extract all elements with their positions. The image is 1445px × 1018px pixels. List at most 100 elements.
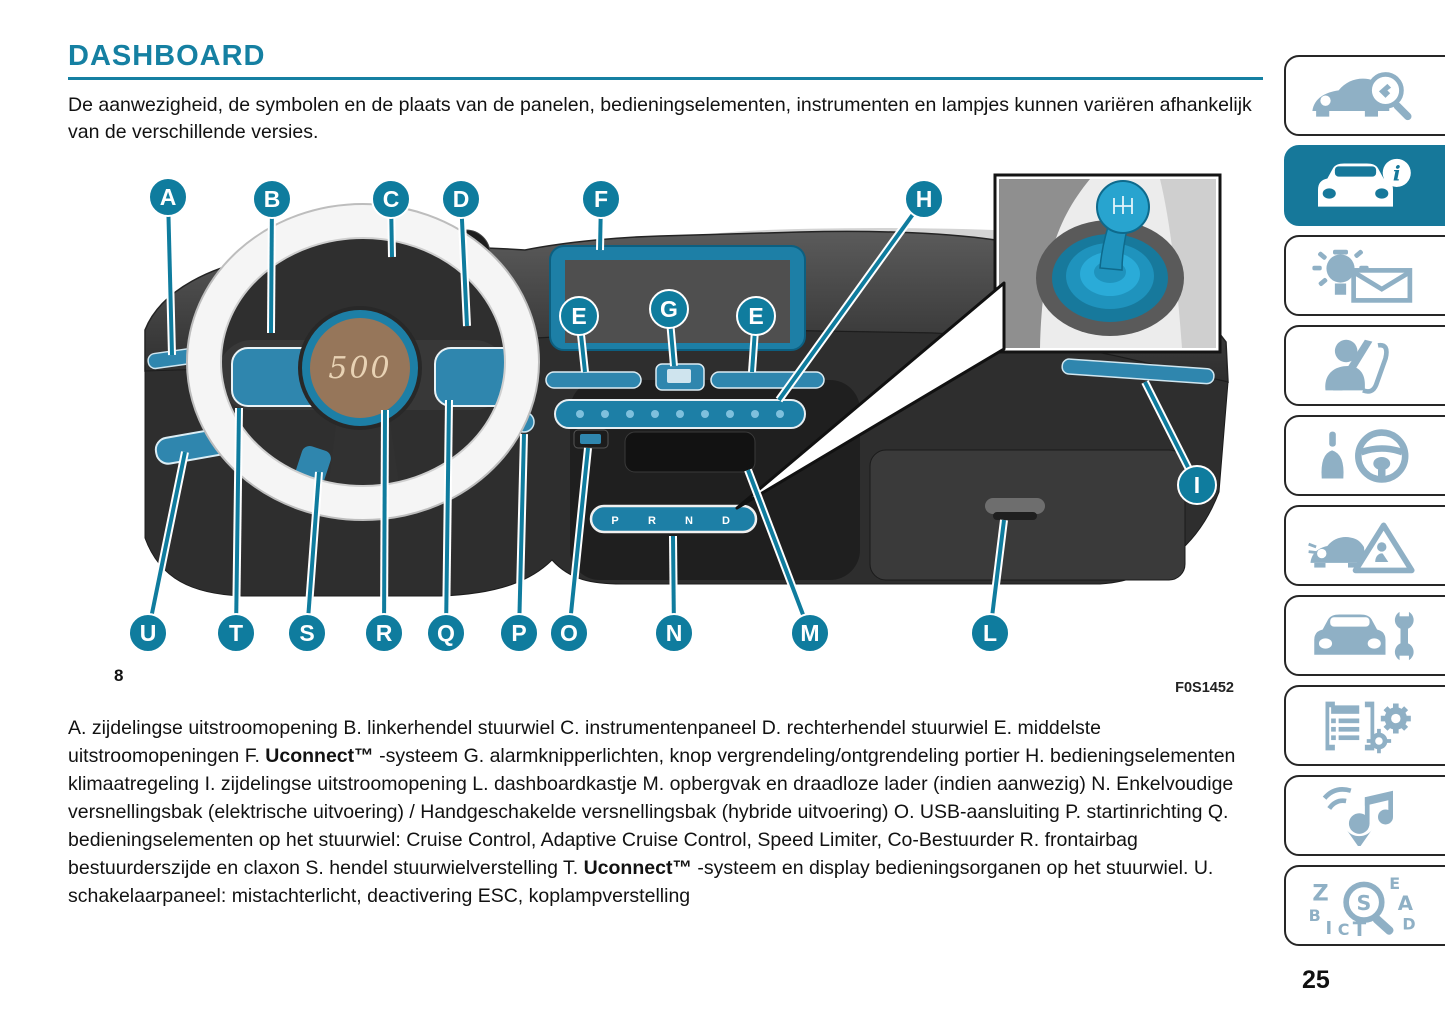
gear-selector-panel (589, 504, 758, 534)
callout-F: F (581, 179, 621, 251)
callout-M: M (744, 468, 830, 653)
svg-text:H: H (916, 186, 933, 212)
gearshift-steering-icon (1302, 426, 1424, 486)
callout-layer: A B C D F H E G E I U T S R Q P O N M L (128, 177, 1217, 653)
usb-socket (580, 434, 601, 444)
center-vent-left (545, 371, 642, 389)
legend-text: A. zijdelingse uitstroomopening B. linke… (68, 717, 1101, 767)
intro-paragraph: De aanwezigheid, de symbolen en de plaat… (68, 94, 1252, 143)
svg-text:A: A (1398, 891, 1414, 914)
svg-text:N: N (666, 620, 683, 646)
shift-pattern (1113, 196, 1133, 214)
callout-A: A (148, 177, 188, 356)
svg-text:E: E (748, 303, 763, 329)
car-wrench-icon (1302, 606, 1424, 666)
sidebar-item-dashboard-and-controls[interactable]: i (1284, 145, 1445, 226)
callout-S: S (287, 471, 327, 653)
svg-text:O: O (560, 620, 578, 646)
list-gears-icon (1302, 696, 1424, 756)
svg-text:D: D (1402, 914, 1415, 933)
callout-N: N (654, 535, 694, 653)
svg-text:i: i (1393, 161, 1401, 185)
svg-text:U: U (140, 620, 157, 646)
figure-code: F0S1452 (1175, 680, 1234, 696)
legend-text: -systeem en display bedieningsorganen op… (68, 857, 1214, 907)
sidebar-item-in-an-emergency[interactable] (1284, 505, 1445, 586)
page-title: DASHBOARD (68, 40, 266, 72)
legend-text: -systeem G. alarmknipperlichten, knop ve… (68, 745, 1236, 879)
car-search-icon (1302, 66, 1424, 126)
callout-E: E (736, 296, 776, 373)
svg-text:E: E (1389, 876, 1400, 893)
uconnect-brand: Uconnect™ (583, 857, 692, 879)
callout-B: B (252, 179, 292, 334)
sidebar-item-servicing-and-care[interactable] (1284, 595, 1445, 676)
svg-text:M: M (800, 620, 819, 646)
svg-text:D: D (453, 186, 470, 212)
sidebar-item-safety[interactable] (1284, 325, 1445, 406)
callout-L: L (970, 519, 1010, 653)
legend-paragraph: A. zijdelingse uitstroomopening B. linke… (68, 714, 1262, 910)
callout-O: O (549, 447, 592, 653)
title-rule (68, 77, 1263, 80)
callout-E: E (559, 296, 599, 373)
svg-text:B: B (1309, 906, 1321, 925)
right-side-vent (1061, 358, 1215, 385)
climate-control-buttons (576, 410, 784, 418)
svg-text:I: I (1326, 918, 1333, 936)
warning-light-mail-icon (1302, 246, 1424, 306)
occupant-belt-icon (1302, 336, 1424, 396)
svg-text:T: T (229, 620, 243, 646)
svg-text:G: G (660, 296, 678, 322)
car-info-icon: i (1302, 156, 1424, 216)
svg-text:S: S (1357, 890, 1372, 914)
svg-text:I: I (1194, 472, 1200, 498)
svg-text:A: A (160, 184, 177, 210)
sidebar-item-technical-data[interactable] (1284, 685, 1445, 766)
callout-P: P (499, 433, 539, 653)
sidebar-item-starting-and-driving[interactable] (1284, 415, 1445, 496)
svg-text:S: S (299, 620, 314, 646)
svg-text:Z: Z (1312, 880, 1328, 906)
svg-text:B: B (264, 186, 281, 212)
sidebar-item-know-your-vehicle[interactable] (1284, 55, 1445, 136)
svg-text:Q: Q (437, 620, 455, 646)
gearshift-inset (993, 173, 1222, 354)
svg-text:C: C (383, 186, 400, 212)
callout-D: D (441, 179, 481, 327)
sidebar-item-multimedia[interactable] (1284, 775, 1445, 856)
callout-Q: Q (426, 399, 466, 653)
callout-H: H (775, 179, 944, 403)
glovebox-handle (985, 498, 1045, 514)
music-pin-icon (1302, 786, 1424, 846)
svg-text:F: F (594, 186, 608, 212)
car-triangle-icon (1302, 516, 1424, 576)
callout-U: U (128, 451, 189, 653)
figure-number: 8 (114, 666, 124, 685)
hazard-button (667, 369, 691, 383)
svg-text:L: L (983, 620, 997, 646)
airbag-pad-ring (302, 310, 418, 426)
callout-R: R (364, 409, 404, 653)
steering-wheel: 500 (186, 203, 540, 521)
storage-compartment (624, 431, 756, 473)
wheel-logo: 500 (328, 351, 391, 386)
center-vent-right (710, 371, 825, 389)
svg-text:P: P (511, 620, 526, 646)
callout-T: T (216, 407, 256, 653)
callout-G: G (649, 289, 689, 367)
svg-text:C: C (1338, 920, 1350, 936)
inset-leader (735, 281, 1006, 510)
callout-I: I (1141, 380, 1217, 505)
glovebox-handle-notch (993, 512, 1037, 520)
page-number: 25 (1302, 966, 1330, 994)
sidebar-item-warning-lights-and-messages[interactable] (1284, 235, 1445, 316)
svg-text:R: R (376, 620, 393, 646)
svg-text:E: E (571, 303, 586, 329)
